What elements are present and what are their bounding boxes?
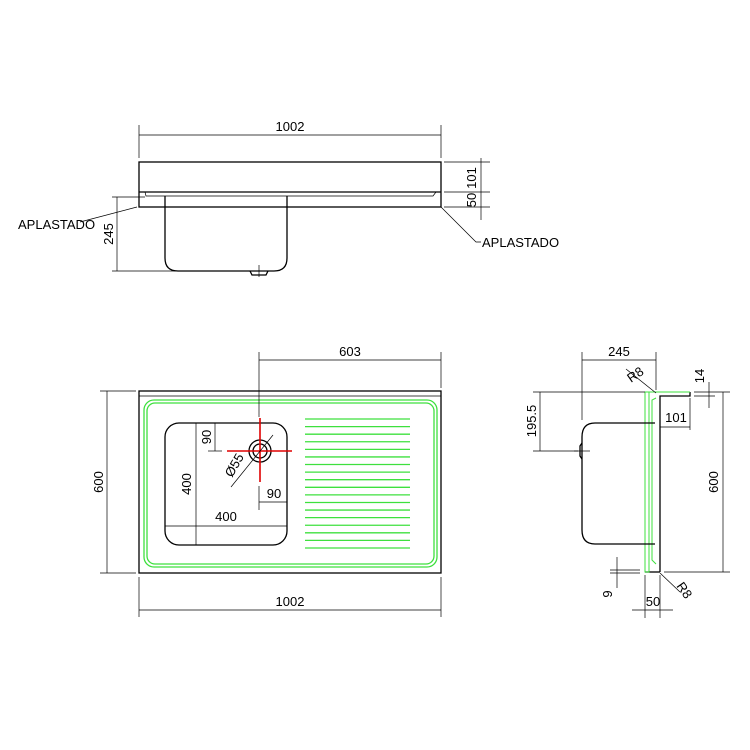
bowl-outline (164, 422, 288, 546)
dim-14: 14 (692, 369, 707, 383)
dim-245: 245 (101, 223, 116, 245)
dim-400-vertical: 400 (179, 473, 194, 495)
dim-400-horizontal: 400 (215, 509, 237, 524)
dim-600-side: 600 (706, 471, 721, 493)
dimension-heights: 101 50 (444, 158, 490, 220)
dim-195-5: 195.5 (524, 405, 539, 438)
drainboard-grooves (305, 418, 410, 549)
dim-9: 9 (600, 590, 615, 597)
label-aplastado-left: APLASTADO (18, 217, 95, 232)
dim-245-side: 245 (608, 344, 630, 359)
dim-50-side: 50 (646, 594, 660, 609)
dim-1002-bottom: 1002 (276, 594, 305, 609)
dim-drain-diameter: Ø55 (222, 451, 247, 480)
dim-90-top: 90 (199, 430, 214, 444)
label-aplastado-right: APLASTADO (482, 235, 559, 250)
dim-603: 603 (339, 344, 361, 359)
dim-50: 50 (464, 193, 479, 207)
plan-view: 603 1002 600 90 400 400 90 Ø55 (91, 344, 442, 617)
dim-101: 101 (464, 167, 479, 189)
side-view: 245 195.5 600 14 101 R8 R8 9 50 (524, 344, 730, 618)
dim-600-plan: 600 (91, 471, 106, 493)
dim-r8-bottom: R8 (674, 579, 696, 601)
dimension-bowl-depth: 245 (101, 196, 250, 272)
dim-90-right: 90 (267, 486, 281, 501)
front-elevation-view: 1002 101 50 245 APLASTADO APLASTADO (18, 119, 559, 277)
dim-1002-top: 1002 (276, 119, 305, 134)
dim-101-side: 101 (665, 410, 687, 425)
dimension-width-top: 1002 (138, 119, 442, 158)
